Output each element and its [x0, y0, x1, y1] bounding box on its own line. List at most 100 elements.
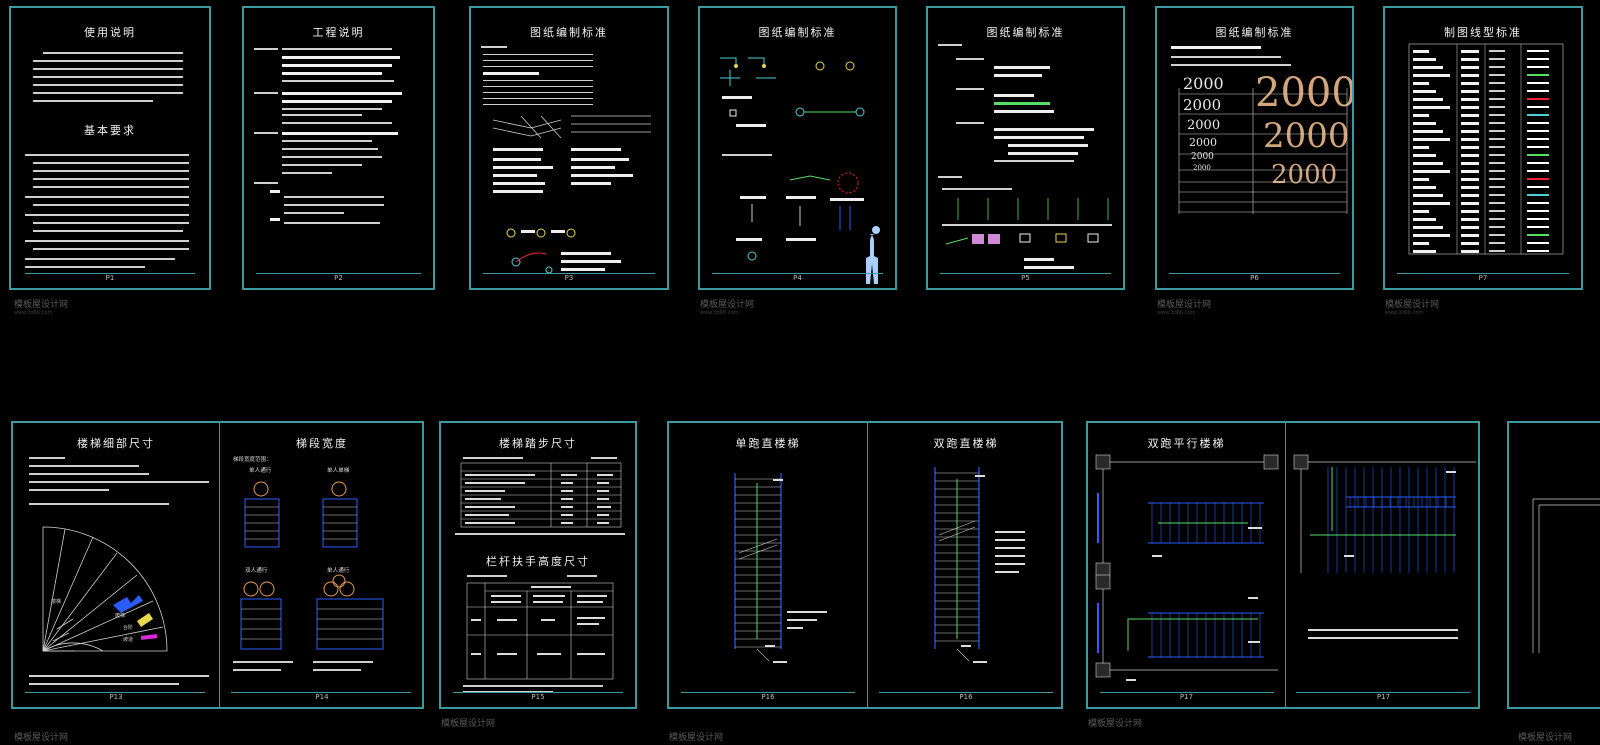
table-cell-mark	[1489, 114, 1505, 116]
sheet-title: 图纸编制标准	[1215, 26, 1294, 39]
table-cell-mark	[1527, 250, 1549, 252]
page-number: P17	[1376, 693, 1391, 701]
table-cell-mark	[1489, 106, 1505, 108]
sheet-p15[interactable]: 楼梯踏步尺寸 栏杆扶手高度尺寸	[439, 421, 637, 709]
table-cell-mark	[1413, 218, 1436, 221]
table-cell-mark	[1527, 138, 1549, 140]
sheet-title: 制图线型标准	[1444, 26, 1522, 39]
sheet-p13-p14[interactable]: 楼梯细部尺寸 梯段宽度 楼梯 台阶 坡道 爬梯 梯段宽度范围：	[11, 421, 424, 709]
table-cell-mark	[1527, 162, 1549, 164]
table-cell-mark	[1527, 82, 1549, 84]
table-cell-mark	[1461, 130, 1479, 133]
table-cell-mark	[1527, 186, 1549, 188]
table-cell-mark	[1527, 202, 1549, 204]
step-size-table	[455, 457, 625, 535]
table-cell-mark	[1461, 50, 1479, 53]
table-cell-mark	[1527, 194, 1549, 196]
sheet-title: 双跑平行楼梯	[1147, 437, 1226, 450]
table-cell-mark	[1527, 210, 1549, 212]
table-cell-mark	[1413, 210, 1429, 213]
table-cell-mark	[1489, 154, 1505, 156]
parallel-stair-plans	[1095, 454, 1476, 681]
sheet-title: 图纸编制标准	[986, 26, 1065, 39]
table-cell-mark	[1489, 186, 1505, 188]
table-cell-mark	[1527, 146, 1549, 148]
table-cell-mark	[1413, 178, 1429, 181]
table-cell-mark	[1489, 250, 1505, 252]
page-number: P6	[1250, 274, 1259, 282]
page-number: P4	[793, 274, 802, 282]
sheet-partial-right[interactable]	[1507, 421, 1600, 709]
table-cell-mark	[1413, 130, 1443, 133]
table-cell-mark	[1489, 218, 1505, 220]
sample-number: 2000	[1187, 118, 1221, 133]
sheet-title: 楼梯细部尺寸	[77, 437, 155, 450]
table-cell-mark	[1489, 210, 1505, 212]
sheet-p17[interactable]: 双跑平行楼梯 P	[1086, 421, 1480, 709]
table-cell-mark	[1413, 114, 1429, 117]
text-scale-grid	[1178, 88, 1348, 214]
sheet-p1[interactable]: 使用说明 基本要求 P1	[9, 6, 211, 290]
straight-stair-plans	[734, 467, 1025, 663]
table-cell-mark	[1413, 226, 1443, 229]
table-cell-mark	[1489, 122, 1505, 124]
table-cell-mark	[1461, 122, 1479, 125]
table-cell-mark	[1413, 58, 1436, 61]
table-cell-mark	[1489, 130, 1505, 132]
page-number: P14	[315, 693, 329, 701]
table-cell-mark	[1461, 234, 1479, 237]
sample-number-large: 2000	[1271, 160, 1338, 190]
table-cell-mark	[1527, 122, 1549, 124]
table-cell-mark	[1527, 66, 1549, 68]
table-cell-mark	[1461, 114, 1479, 117]
sheet-p4[interactable]: 图纸编制标准 P4	[698, 6, 897, 290]
table-cell-mark	[1527, 90, 1549, 92]
table-cell-mark	[1489, 66, 1505, 68]
table-cell-mark	[1489, 58, 1505, 60]
sheet-title: 图纸编制标准	[758, 26, 837, 39]
table-cell-mark	[1489, 242, 1505, 244]
sheet-p16[interactable]: 单跑直楼梯 双跑直楼梯 P16 P16	[667, 421, 1063, 709]
table-cell-mark	[1413, 90, 1436, 93]
footer-line	[25, 273, 195, 274]
table-cell-mark	[1461, 210, 1479, 213]
table-cell-mark	[1413, 66, 1443, 69]
table-cell-mark	[1413, 202, 1450, 205]
table-cell-mark	[1461, 218, 1479, 221]
table-cell-mark	[1461, 202, 1479, 205]
railing-height-table	[463, 575, 614, 693]
diagram-label: 单人通行	[327, 568, 350, 574]
table-cell-mark	[1527, 106, 1549, 108]
sample-number: 2000	[1183, 96, 1222, 114]
table-cell-mark	[1461, 138, 1479, 141]
sheet-title: 使用说明	[84, 26, 136, 39]
table-cell-mark	[1461, 82, 1479, 85]
sheet-p5[interactable]: 图纸编制标准 P5	[926, 6, 1125, 290]
table-cell-mark	[1461, 250, 1479, 253]
svg-text:梯段宽度范围：: 梯段宽度范围：	[233, 455, 272, 463]
sheet-subtitle: 栏杆扶手高度尺寸	[486, 555, 590, 568]
sheet-p7[interactable]: 制图线型标准 P7	[1383, 6, 1583, 290]
table-cell-mark	[1527, 58, 1549, 60]
table-cell-mark	[1461, 162, 1479, 165]
table-cell-mark	[1489, 226, 1505, 228]
sheet-p6[interactable]: 图纸编制标准 2000 2000 2000 2000 2000 2000 200…	[1155, 6, 1354, 290]
line-type-table	[1408, 43, 1564, 255]
table-cell-mark	[1489, 138, 1505, 140]
sheet-p2[interactable]: 工程说明 P2	[242, 6, 435, 290]
sheet-title: 双跑直楼梯	[933, 437, 999, 450]
table-cell-mark	[1527, 98, 1549, 100]
page-number: P2	[334, 274, 343, 282]
fan-label: 坡道	[123, 636, 133, 643]
footer-line	[483, 273, 655, 274]
page-number: P5	[1021, 274, 1030, 282]
watermark: 模板屋设计网	[1088, 719, 1143, 729]
table-cell-mark	[1413, 122, 1436, 125]
table-cell-mark	[1489, 162, 1505, 164]
sheet-p3[interactable]: 图纸编制标准	[469, 6, 669, 290]
table-cell-mark	[1413, 138, 1450, 141]
sample-number: 2000	[1189, 136, 1217, 149]
